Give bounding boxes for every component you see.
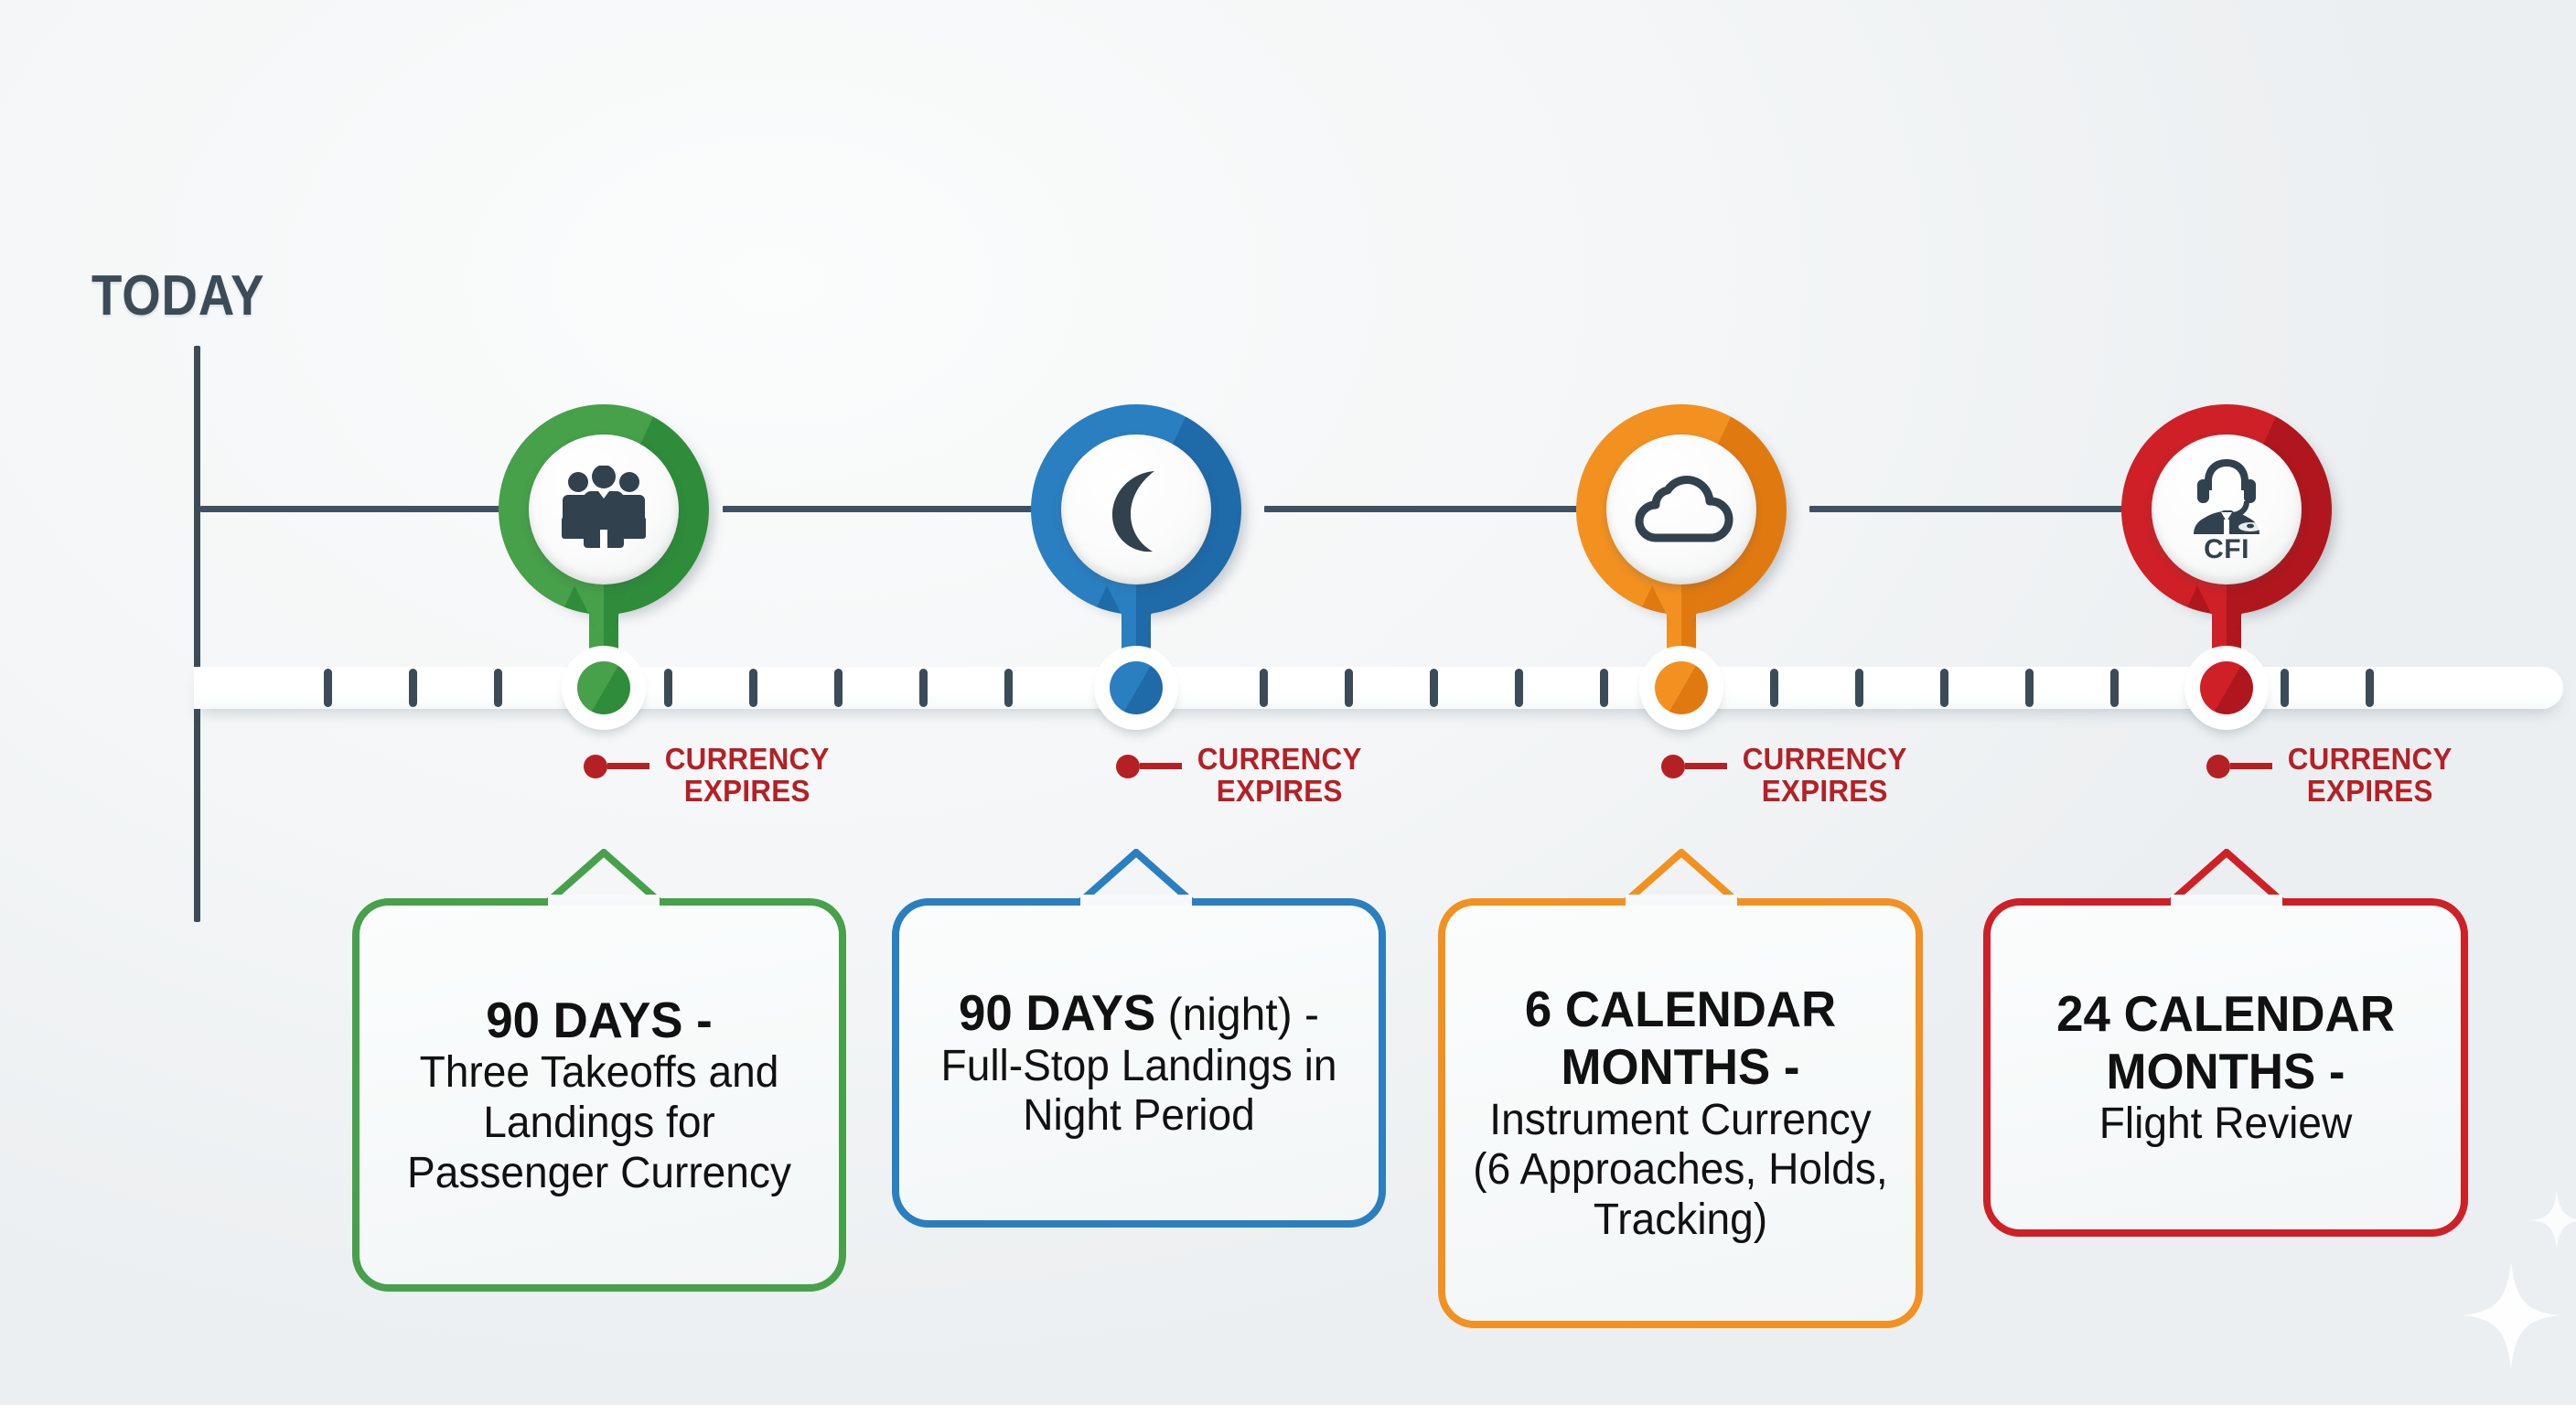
today-axis-line [194, 346, 200, 922]
expires-label: CURRENCY EXPIRES [1197, 742, 1362, 809]
callout-box: 24 CALENDAR MONTHS -Flight Review [1983, 898, 2468, 1237]
timeline-tick [664, 669, 672, 707]
timeline-tick [1855, 669, 1863, 707]
callout-title: 90 DAYS [959, 983, 1156, 1041]
timeline-tick [919, 669, 928, 707]
timeline-tick [2366, 669, 2374, 707]
callout-pointer [1623, 849, 1740, 904]
expires-label: CURRENCY EXPIRES [2287, 742, 2453, 809]
callout-text: 24 CALENDAR MONTHS -Flight Review [2017, 985, 2433, 1150]
pin-foot-dot [1655, 661, 1708, 714]
callout-pointer [2168, 849, 2285, 904]
timeline-tick [324, 669, 332, 707]
passengers-icon [562, 466, 646, 548]
timeline-tick [1515, 669, 1523, 707]
timeline-tick [1940, 669, 1948, 707]
timeline-tick [1260, 669, 1268, 707]
cloud-icon [1635, 476, 1733, 542]
timeline-arrow [723, 490, 1062, 527]
timeline-tick [2281, 669, 2289, 707]
timeline-arrow [200, 490, 536, 527]
currency-expires-marker: CURRENCY EXPIRES [1116, 743, 1366, 808]
callout-title: 6 CALENDAR MONTHS - [1524, 981, 1837, 1095]
callout-text: 6 CALENDAR MONTHS -Instrument Currency (… [1472, 981, 1888, 1246]
moon-icon [1112, 471, 1154, 552]
callout-box: 6 CALENDAR MONTHS -Instrument Currency (… [1438, 898, 1923, 1328]
expires-connector-line [2230, 763, 2272, 769]
currency-expires-marker: CURRENCY EXPIRES [2206, 743, 2456, 808]
expires-connector-line [1685, 763, 1727, 769]
timeline-tick [1004, 669, 1013, 707]
sparkle-icon [2463, 1262, 2560, 1368]
callout-pointer-join [1626, 895, 1737, 906]
map-pin-flight-review[interactable]: CFI [2121, 404, 2332, 644]
expires-connector-line [607, 763, 649, 769]
callout-box: 90 DAYS (night) -Full-Stop Landings in N… [892, 898, 1386, 1228]
pin-foot-dot [1110, 661, 1163, 714]
callout-subtitle: Three Takeoffs and Landings for Passenge… [406, 1048, 792, 1197]
callout-text: 90 DAYS -Three Takeoffs and Landings for… [387, 992, 812, 1199]
instructor-icon [2194, 459, 2262, 534]
currency-expires-marker: CURRENCY EXPIRES [1661, 743, 1911, 808]
expires-dot-icon [2206, 755, 2230, 778]
pin-icon-disc: CFI [2152, 434, 2302, 585]
timeline-tick [1430, 669, 1438, 707]
currency-expires-marker: CURRENCY EXPIRES [584, 743, 833, 808]
pin-icon-disc [1606, 434, 1756, 585]
expires-label: CURRENCY EXPIRES [664, 742, 830, 809]
callout-title-suffix: (night) - [1155, 988, 1319, 1040]
callout-subtitle: Full-Stop Landings in Night Period [940, 1041, 1337, 1141]
map-pin-instrument-currency[interactable] [1576, 404, 1787, 644]
callout-subtitle: Flight Review [2098, 1099, 2353, 1149]
timeline-tick [1345, 669, 1353, 707]
map-pin-night-currency[interactable] [1031, 404, 1241, 644]
callout-title: 24 CALENDAR MONTHS - [2056, 984, 2395, 1099]
expires-connector-line [1140, 763, 1182, 769]
timeline-tick [494, 669, 502, 707]
map-pin-passenger-currency[interactable] [499, 404, 709, 644]
pin-foot-dot [577, 661, 630, 714]
callout-title: 90 DAYS - [486, 991, 713, 1048]
callout-box: 90 DAYS -Three Takeoffs and Landings for… [352, 898, 846, 1292]
expires-dot-icon [1661, 755, 1685, 778]
timeline-tick [2025, 669, 2034, 707]
callout-pointer-join [548, 895, 660, 906]
callout-pointer [1078, 849, 1195, 904]
callout-pointer-join [1080, 895, 1192, 906]
timeline-tick [1770, 669, 1778, 707]
timeline-arrow [1264, 490, 1606, 527]
timeline-tick [1600, 669, 1608, 707]
callout-pointer [545, 849, 662, 904]
pin-icon-disc [529, 434, 679, 585]
callout-text: 90 DAYS (night) -Full-Stop Landings in N… [927, 984, 1352, 1142]
timeline-tick [749, 669, 757, 707]
expires-dot-icon [584, 755, 607, 778]
sparkle-small-icon [2530, 1191, 2576, 1248]
pin-icon-disc [1061, 434, 1211, 585]
pin-foot-dot [2200, 661, 2253, 714]
callout-subtitle: Instrument Currency (6 Approaches, Holds… [1473, 1095, 1888, 1245]
timeline-tick [834, 669, 843, 707]
timeline-arrow [1809, 490, 2152, 527]
callout-pointer-join [2171, 895, 2282, 906]
timeline-tick [409, 669, 417, 707]
timeline-tick [2110, 669, 2119, 707]
expires-label: CURRENCY EXPIRES [1742, 742, 1907, 809]
today-label: TODAY [91, 264, 265, 327]
pin-badge-label: CFI [2204, 534, 2249, 564]
expires-dot-icon [1116, 755, 1140, 778]
